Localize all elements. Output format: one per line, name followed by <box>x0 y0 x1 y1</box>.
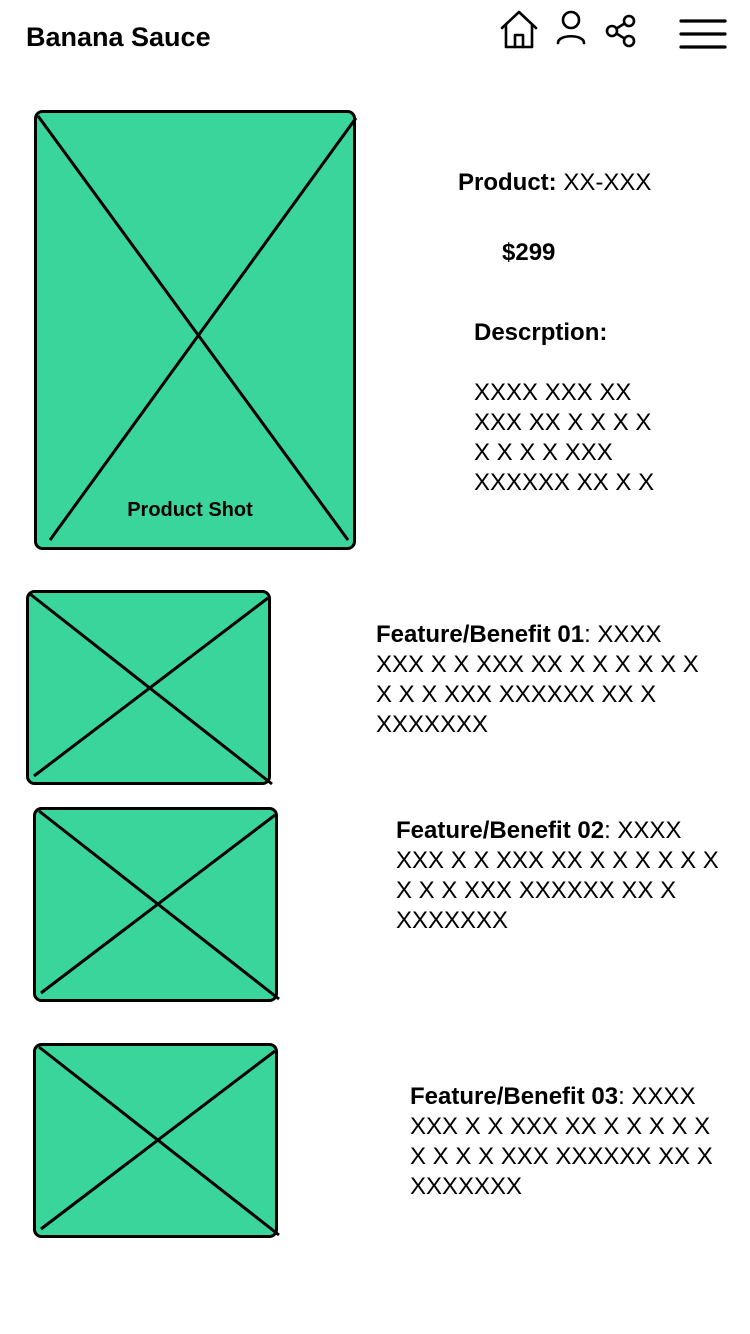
feature-03-text: Feature/Benefit 03: XXXX XXX X X XXX XX … <box>410 1082 730 1202</box>
feature-image-placeholder <box>26 590 274 786</box>
menu-icon[interactable] <box>679 18 727 50</box>
product-code-line: Product: XX-XXX <box>458 168 651 198</box>
feature-image-placeholder <box>33 1043 281 1239</box>
brand-title[interactable]: Banana Sauce <box>26 22 211 52</box>
feature-02-label: Feature/Benefit 02 <box>396 817 605 844</box>
feature-01-text: Feature/Benefit 01: XXXX XXX X X XXX XX … <box>376 620 716 740</box>
feature-01-label: Feature/Benefit 01 <box>376 621 585 648</box>
feature-03-body: : XXXX XXX X X XXX XX X X X X X X X X X … <box>410 1083 713 1200</box>
description-line: X X X X XXX <box>474 439 613 466</box>
product-price: $299 <box>502 239 556 266</box>
description-line: XXXX XXX XX <box>474 379 632 406</box>
feature-02-body: : XXXX XXX X X XXX XX X X X X X X X X X … <box>396 817 719 934</box>
home-icon[interactable] <box>498 8 540 50</box>
user-icon[interactable] <box>555 10 587 46</box>
feature-03-label: Feature/Benefit 03 <box>410 1083 619 1110</box>
product-image-placeholder: Product Shot <box>34 110 358 552</box>
product-image-caption: Product Shot <box>127 499 253 521</box>
product-label: Product: <box>458 169 557 196</box>
feature-01-body: : XXXX XXX X X XXX XX X X X X X X X X X … <box>376 621 699 738</box>
share-icon[interactable] <box>605 14 637 48</box>
description-line: XXXXXX XX X X <box>474 469 655 496</box>
description-label: Descrption: <box>474 319 608 346</box>
feature-02-text: Feature/Benefit 02: XXXX XXX X X XXX XX … <box>396 816 726 936</box>
description-line: XXX XX X X X X <box>474 409 652 436</box>
product-code: XX-XXX <box>563 169 652 196</box>
description-text: XXXX XXX XX XXX XX X X X X X X X X XXX X… <box>474 378 654 498</box>
feature-image-placeholder <box>33 807 281 1003</box>
